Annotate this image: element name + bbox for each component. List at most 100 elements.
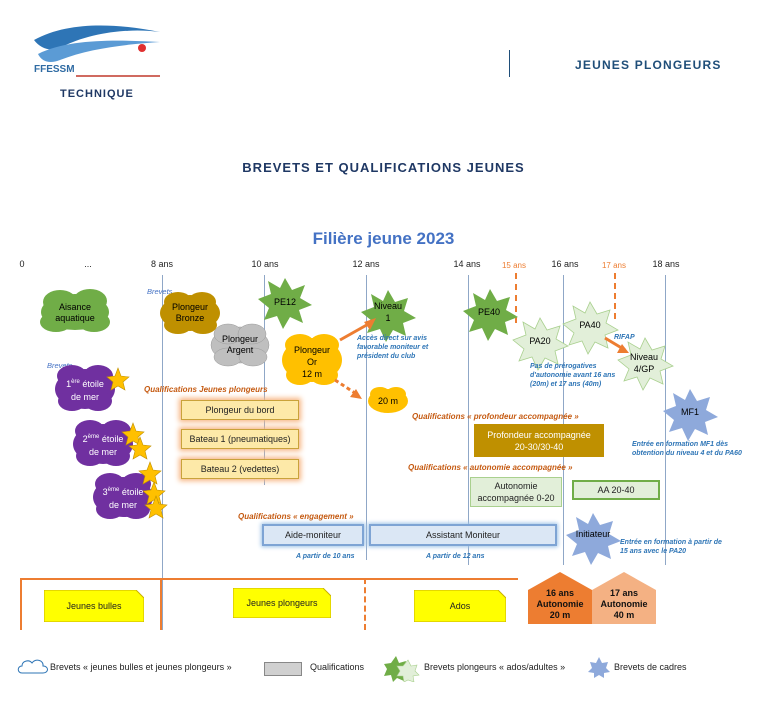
legend-star-icon — [384, 656, 420, 682]
stage-divider — [160, 578, 162, 630]
brevet-initiateur: Initiateur — [575, 528, 611, 539]
dept-name: TECHNIQUE — [60, 88, 134, 100]
age-17: 17 ans — [601, 261, 627, 270]
star-initiateur — [566, 513, 621, 565]
qual-plongeur-du-bord: Plongeur du bord — [181, 400, 299, 420]
brevet-aisance-aquatique: Aisance aquatique — [55, 302, 95, 323]
stage-divider — [20, 578, 22, 630]
guide-16 — [563, 275, 564, 565]
guide-8 — [162, 275, 163, 630]
cloud-aisance — [40, 289, 110, 332]
brevet-mf1: MF1 — [681, 406, 699, 417]
star-pe40 — [463, 289, 518, 341]
dash-17 — [614, 273, 616, 319]
qual-prof-label: Qualifications « profondeur accompagnée … — [412, 412, 579, 421]
org-name: FFESSM — [34, 64, 75, 75]
stage-divider — [364, 578, 366, 630]
cloud-argent — [210, 323, 270, 367]
age-14: 14 ans — [453, 259, 481, 269]
header-separator — [509, 50, 510, 77]
age-ellipsis: ... — [84, 259, 92, 269]
brevet-plongeur-argent: Plongeur Argent — [221, 334, 259, 355]
cloud-20m — [368, 387, 408, 413]
brevet-pa20: PA20 — [529, 335, 551, 346]
cloud-etoile1 — [55, 365, 115, 411]
stage-jeunes-bulles: Jeunes bulles — [66, 601, 122, 611]
qual-bateau-1: Bateau 1 (pneumatiques) — [181, 429, 299, 449]
note-mf1: Entrée en formation MF1 dès obtention du… — [632, 441, 742, 457]
brevets-label: Brevets — [47, 361, 73, 370]
age-10: 10 ans — [251, 259, 279, 269]
brevet-20m: 20 m — [377, 395, 398, 406]
legend-cloud-icon — [17, 659, 48, 674]
stage-jeunes-plongeurs: Jeunes plongeurs — [246, 598, 318, 608]
legend-qual-icon — [264, 662, 302, 676]
qual-aide-moniteur: Aide-moniteur — [262, 524, 364, 546]
stage-top-line — [20, 578, 518, 580]
dash-15 — [515, 273, 517, 323]
diagram-title: Filière jeune 2023 — [312, 229, 455, 248]
qual-assistant-moniteur: Assistant Moniteur — [369, 524, 557, 546]
qual-bateau-2: Bateau 2 (vedettes) — [181, 459, 299, 479]
stage-jeunes-plongeurs-shape — [233, 588, 331, 618]
age-18: 18 ans — [652, 259, 680, 269]
legend-brevets-plongeurs: Brevets plongeurs « ados/adultes » — [424, 662, 566, 672]
guide-14 — [468, 275, 469, 565]
guide-18 — [665, 275, 666, 565]
age-16: 16 ans — [551, 259, 579, 269]
legend-qualifications: Qualifications — [310, 662, 365, 672]
autonomy-houses — [528, 572, 656, 624]
ffessm-logo — [34, 25, 160, 77]
age-0: 0 — [19, 259, 25, 269]
note-pas-prerogatives: Pas de prérogatives d'autonomie avant 16… — [530, 363, 616, 388]
small-stars — [106, 367, 168, 519]
legend-brevets-cadres: Brevets de cadres — [614, 662, 687, 672]
stage-ados: Ados — [449, 601, 471, 611]
legend-cadre-icon — [588, 657, 610, 678]
cloud-etoile3 — [93, 473, 153, 519]
section-title: JEUNES PLONGEURS — [575, 58, 722, 72]
star-pa40 — [562, 301, 619, 355]
note-acces-direct: Accès direct sur avis favorable moniteur… — [357, 335, 429, 360]
cloud-bronze — [160, 292, 220, 334]
star-pe12 — [258, 278, 312, 329]
age-15: 15 ans — [501, 261, 527, 270]
brevet-pa40: PA40 — [579, 319, 601, 330]
cloud-etoile2 — [73, 420, 133, 466]
page-title: BREVETS ET QUALIFICATIONS JEUNES — [242, 160, 525, 175]
star-niveau4 — [617, 337, 674, 391]
qual-auto-label: Qualifications « autonomie accompagnée » — [408, 463, 573, 472]
star-niveau1 — [361, 290, 416, 342]
star-mf1 — [663, 389, 718, 441]
qual-jeunes-label: Qualifications Jeunes plongeurs — [144, 385, 268, 394]
brevets-label: Brevets — [147, 287, 173, 296]
stage-ados-shape — [414, 590, 506, 622]
brevet-pe12: PE12 — [273, 296, 297, 307]
age-12: 12 ans — [352, 259, 380, 269]
star-pa20 — [512, 317, 569, 371]
guide-10 — [264, 275, 265, 485]
guide-12 — [366, 275, 367, 560]
stage-jeunes-bulles-shape — [44, 590, 144, 622]
note-rifap: RIFAP — [614, 334, 635, 341]
legend-brevets-jeunes: Brevets « jeunes bulles et jeunes plonge… — [50, 662, 232, 672]
age-8: 8 ans — [150, 259, 174, 269]
qual-aa-20-40: AA 20-40 — [572, 480, 660, 500]
note-partir-12: A partir de 12 ans — [426, 553, 485, 560]
cloud-or — [282, 334, 342, 385]
brevet-plongeur-bronze: Plongeur Bronze — [171, 302, 209, 323]
brevet-pe40: PE40 — [477, 306, 501, 317]
note-initiateur: Entrée en formation à partir de 15 ans a… — [620, 539, 722, 555]
qual-engagement-label: Qualifications « engagement » — [238, 512, 354, 521]
